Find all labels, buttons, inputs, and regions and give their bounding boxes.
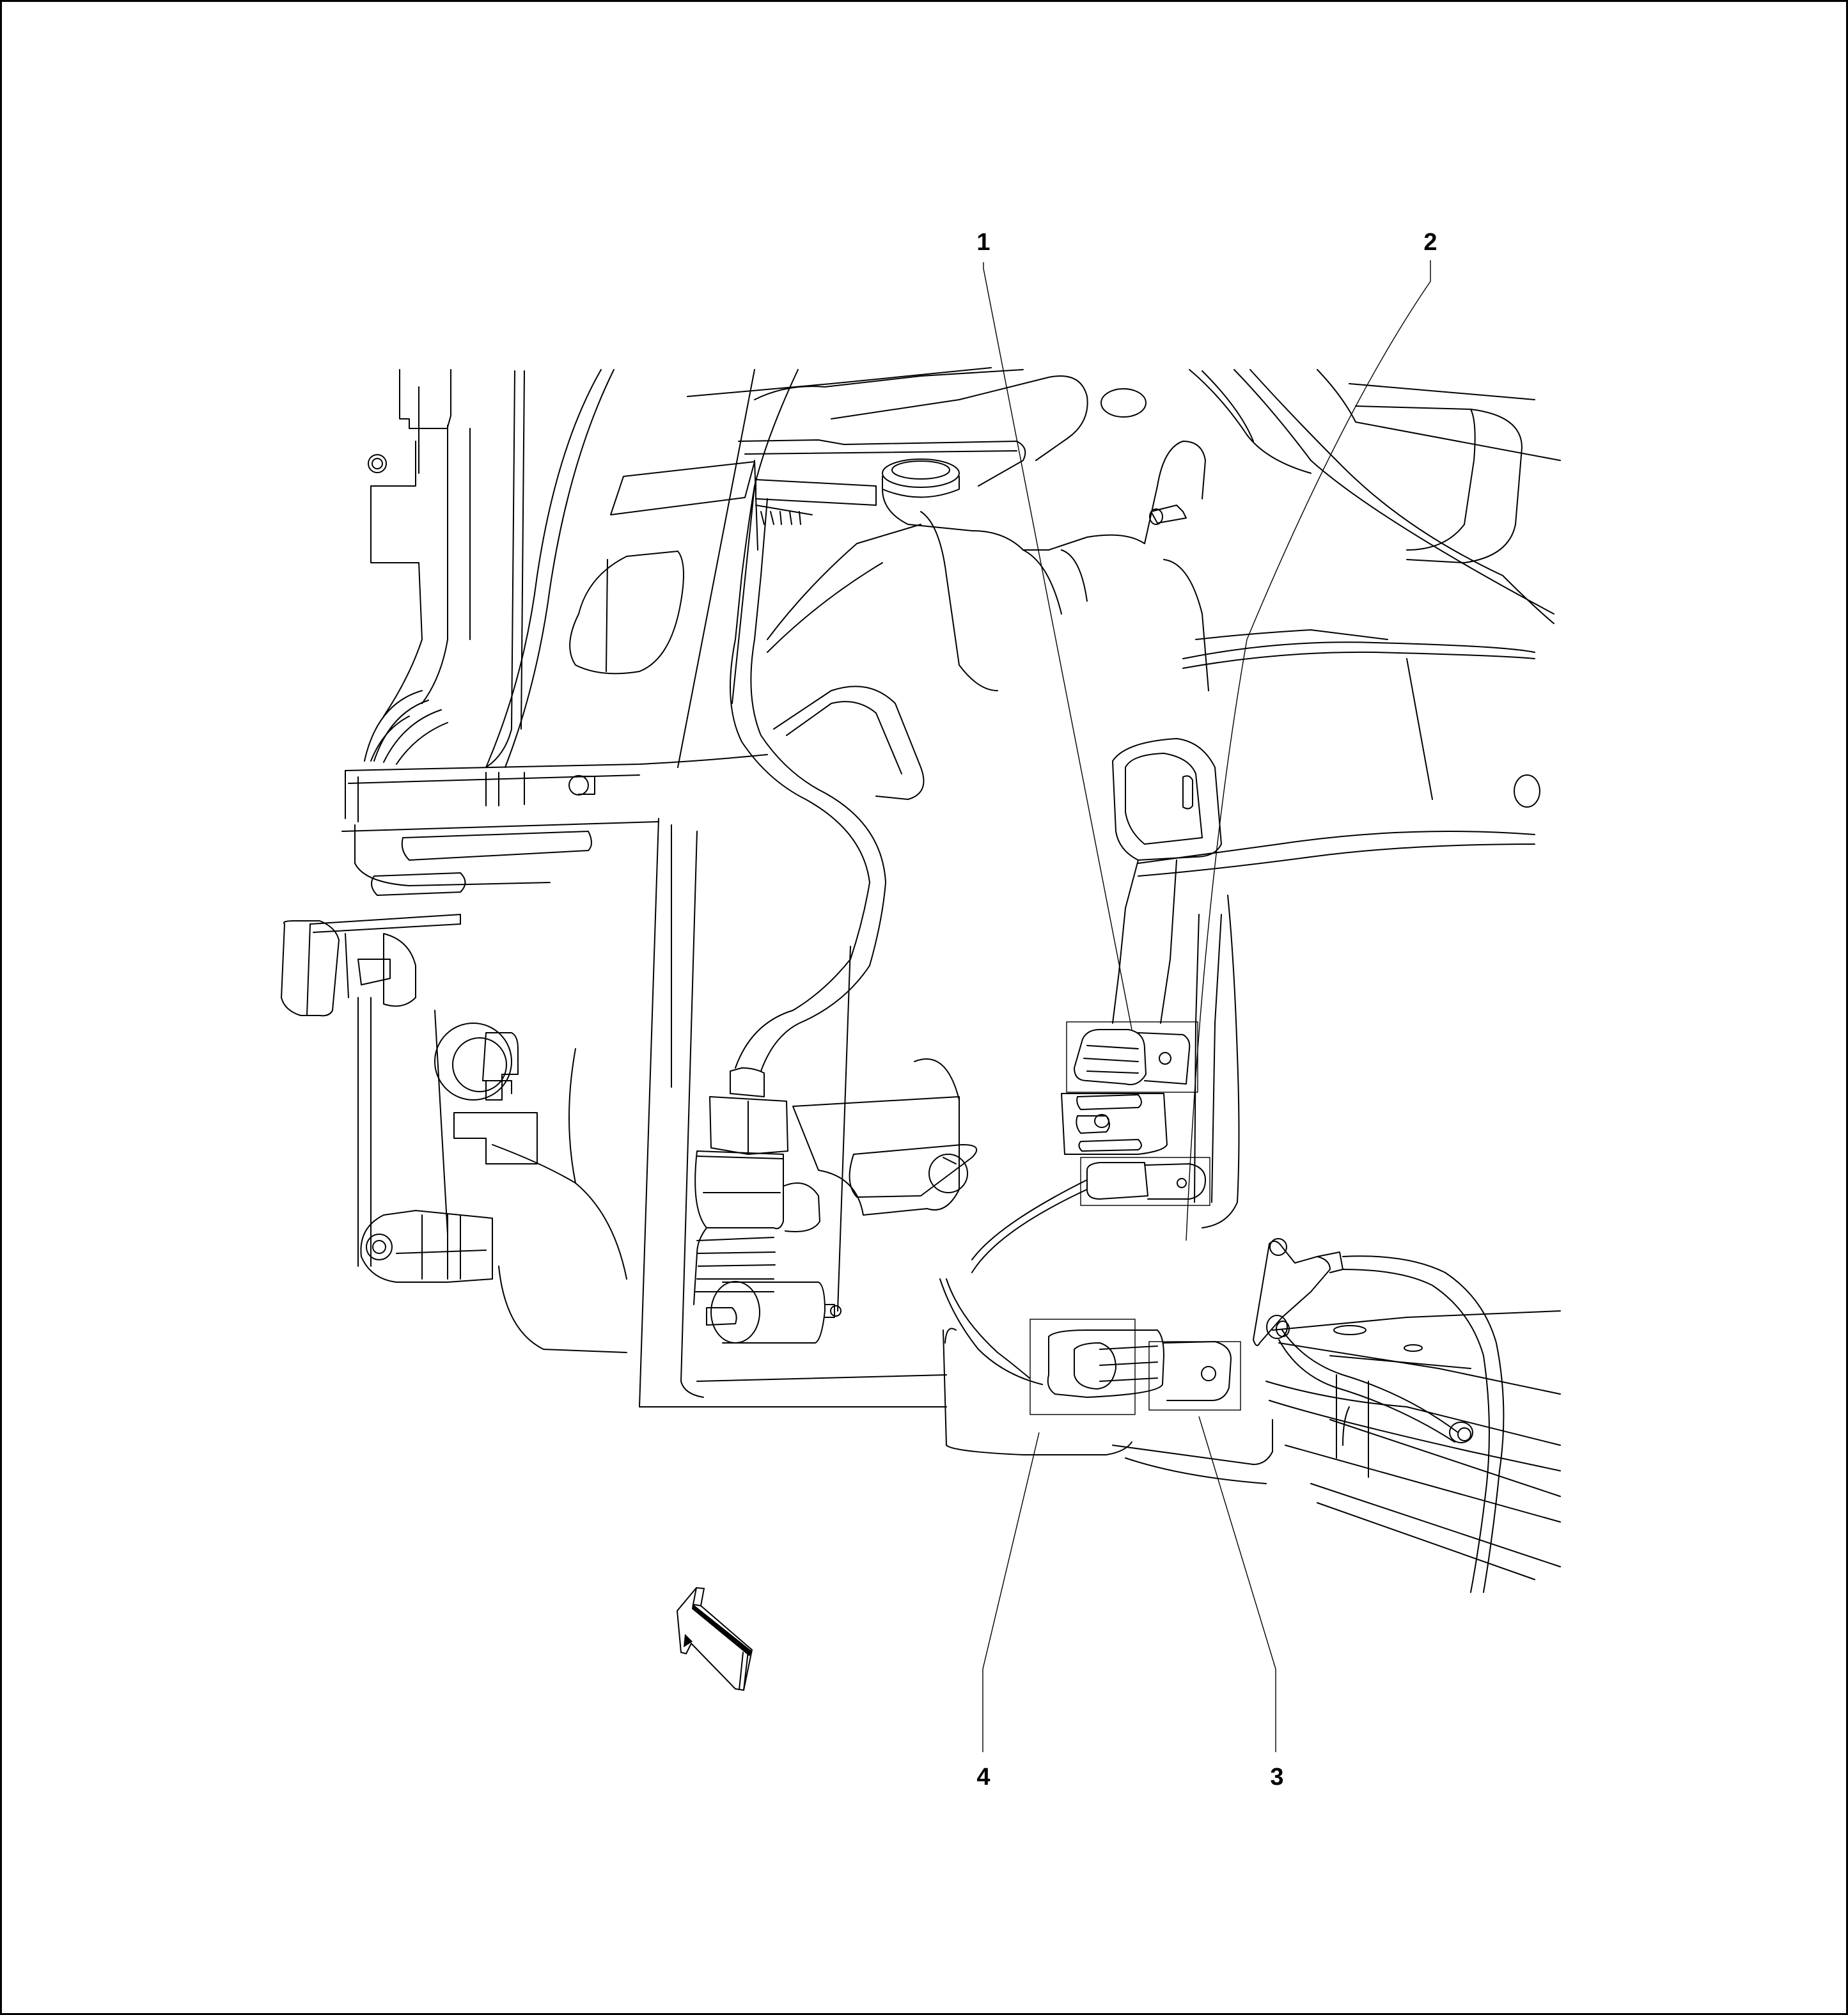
sensor-harness-right <box>1253 1238 1561 1593</box>
leader-line-4 <box>982 1432 1040 1752</box>
callout-1-label: 1 <box>976 229 991 256</box>
callout-3-label: 3 <box>1270 1764 1284 1791</box>
leader-line-1 <box>983 262 1132 1030</box>
highlight-boxes <box>1030 1021 1241 1415</box>
leader-line-2 <box>1186 260 1431 1241</box>
view-direction-arrow-icon <box>676 1587 753 1691</box>
right-panel <box>1112 369 1561 1228</box>
highlight-box-4 <box>1030 1319 1136 1415</box>
leader-lines <box>982 260 1431 1752</box>
highlight-box-1 <box>1066 1021 1198 1093</box>
solenoid-valve <box>693 485 886 1344</box>
reservoir-structure <box>677 367 1209 800</box>
highlight-box-2 <box>1080 1157 1210 1206</box>
center-bracket <box>639 818 978 1407</box>
callout-2-label: 2 <box>1423 229 1437 256</box>
lamp-assembly <box>281 914 627 1353</box>
cross-member <box>341 690 768 896</box>
connector-cluster <box>939 1029 1273 1484</box>
left-bracket <box>368 369 471 762</box>
upper-panel <box>485 369 799 768</box>
highlight-box-3 <box>1148 1341 1241 1411</box>
leader-line-3 <box>1198 1416 1276 1752</box>
callout-4-label: 4 <box>976 1764 991 1791</box>
